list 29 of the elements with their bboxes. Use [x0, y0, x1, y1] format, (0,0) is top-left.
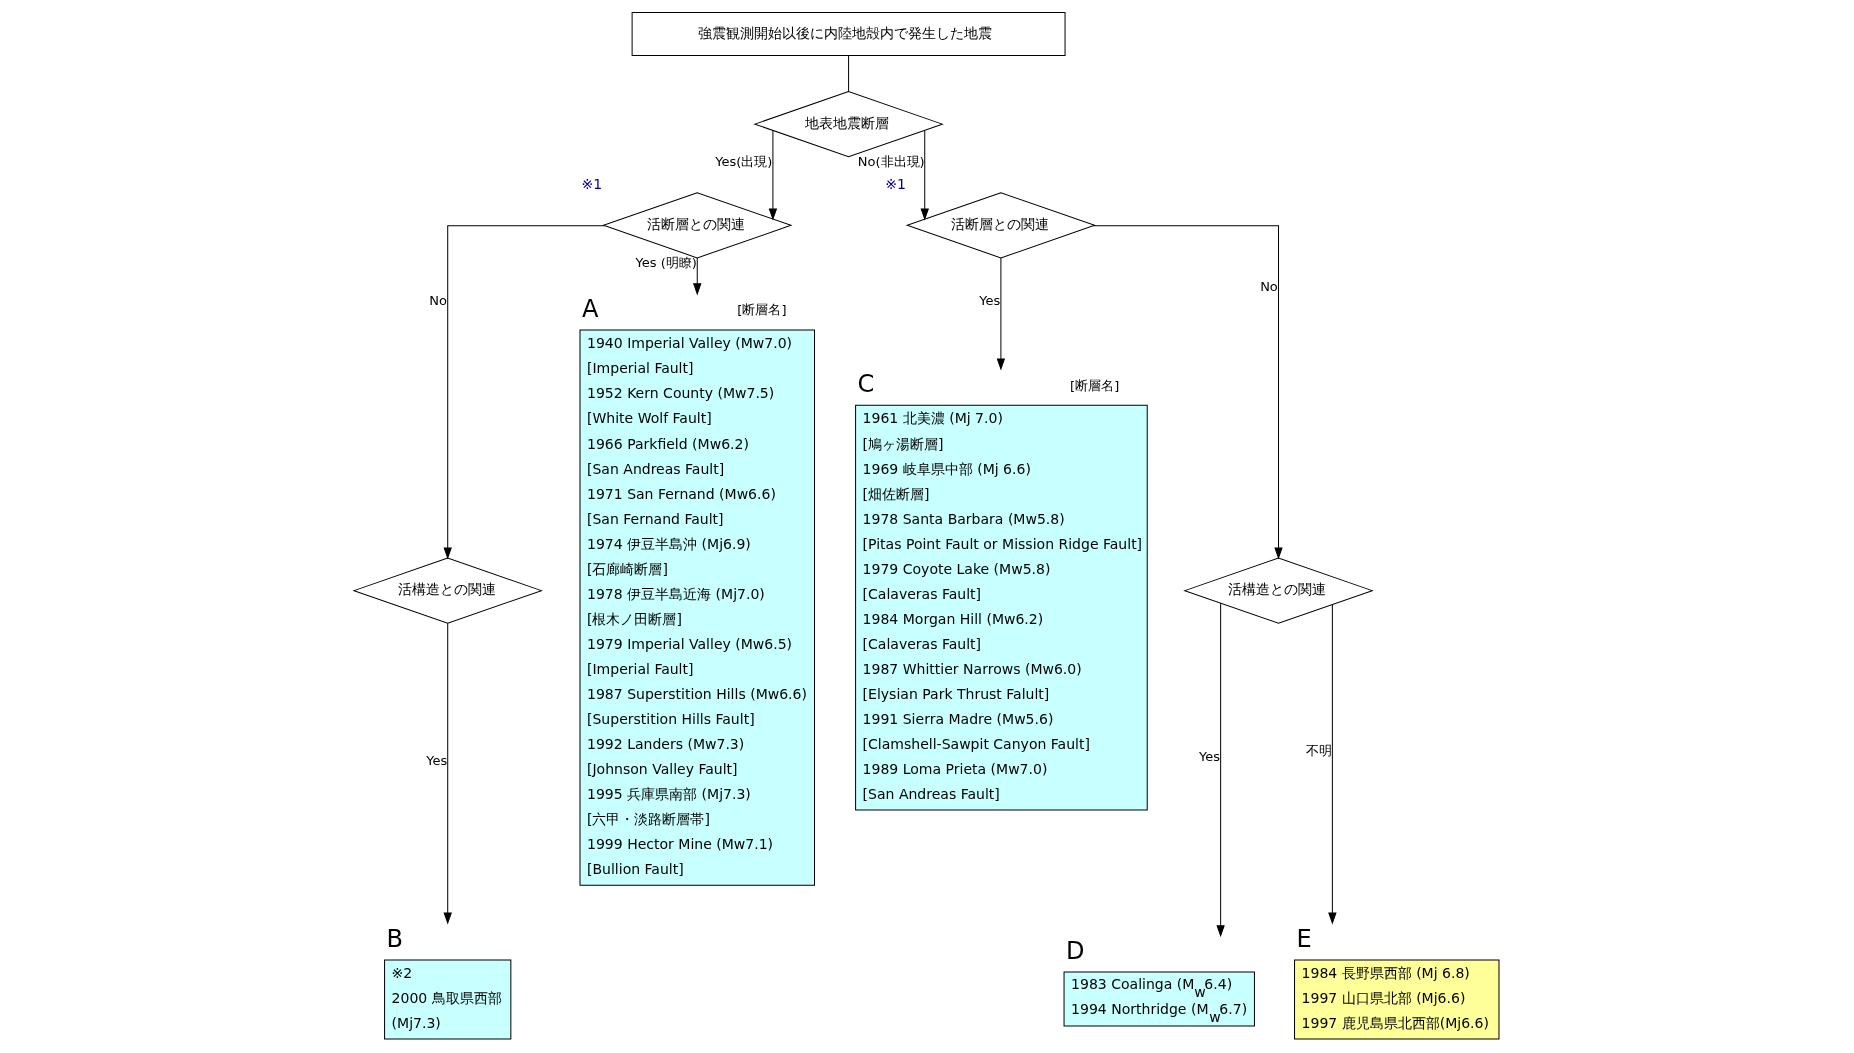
node-box: 強震観測開始以後に内陸地殻内で発生した地震 — [631, 11, 1066, 56]
node-label: B — [386, 925, 403, 954]
node-label: ※1 — [581, 175, 602, 192]
arrow — [1327, 604, 1336, 924]
arrow — [768, 129, 777, 220]
arrow — [1092, 225, 1282, 559]
edge-label: Yes — [1198, 748, 1220, 764]
arrow — [443, 622, 452, 924]
arrow — [692, 257, 701, 295]
arrow — [1216, 602, 1225, 937]
connector — [847, 55, 849, 92]
node-label: [断層名] — [736, 302, 786, 318]
edge-label: No — [428, 292, 447, 308]
arrow — [996, 257, 1005, 370]
node-label: D — [1065, 937, 1085, 966]
node-diamond: 活断層との関連 — [906, 192, 1095, 259]
edge-label: Yes — [425, 752, 447, 768]
edge-label: 不明 — [1305, 743, 1332, 759]
node-label: [断層名] — [1069, 377, 1119, 393]
arrow — [443, 225, 605, 559]
node-label: ※1 — [884, 175, 906, 192]
node-label: C — [857, 370, 874, 399]
node-label: E — [1296, 925, 1312, 954]
edge-label: No — [1259, 278, 1278, 294]
arrow — [920, 129, 929, 220]
node-label: A — [581, 295, 598, 324]
edge-label: Yes — [978, 292, 1000, 308]
node-diamond: 活構造との関連 — [1183, 557, 1373, 624]
node-diamond: 活構造との関連 — [353, 557, 542, 624]
